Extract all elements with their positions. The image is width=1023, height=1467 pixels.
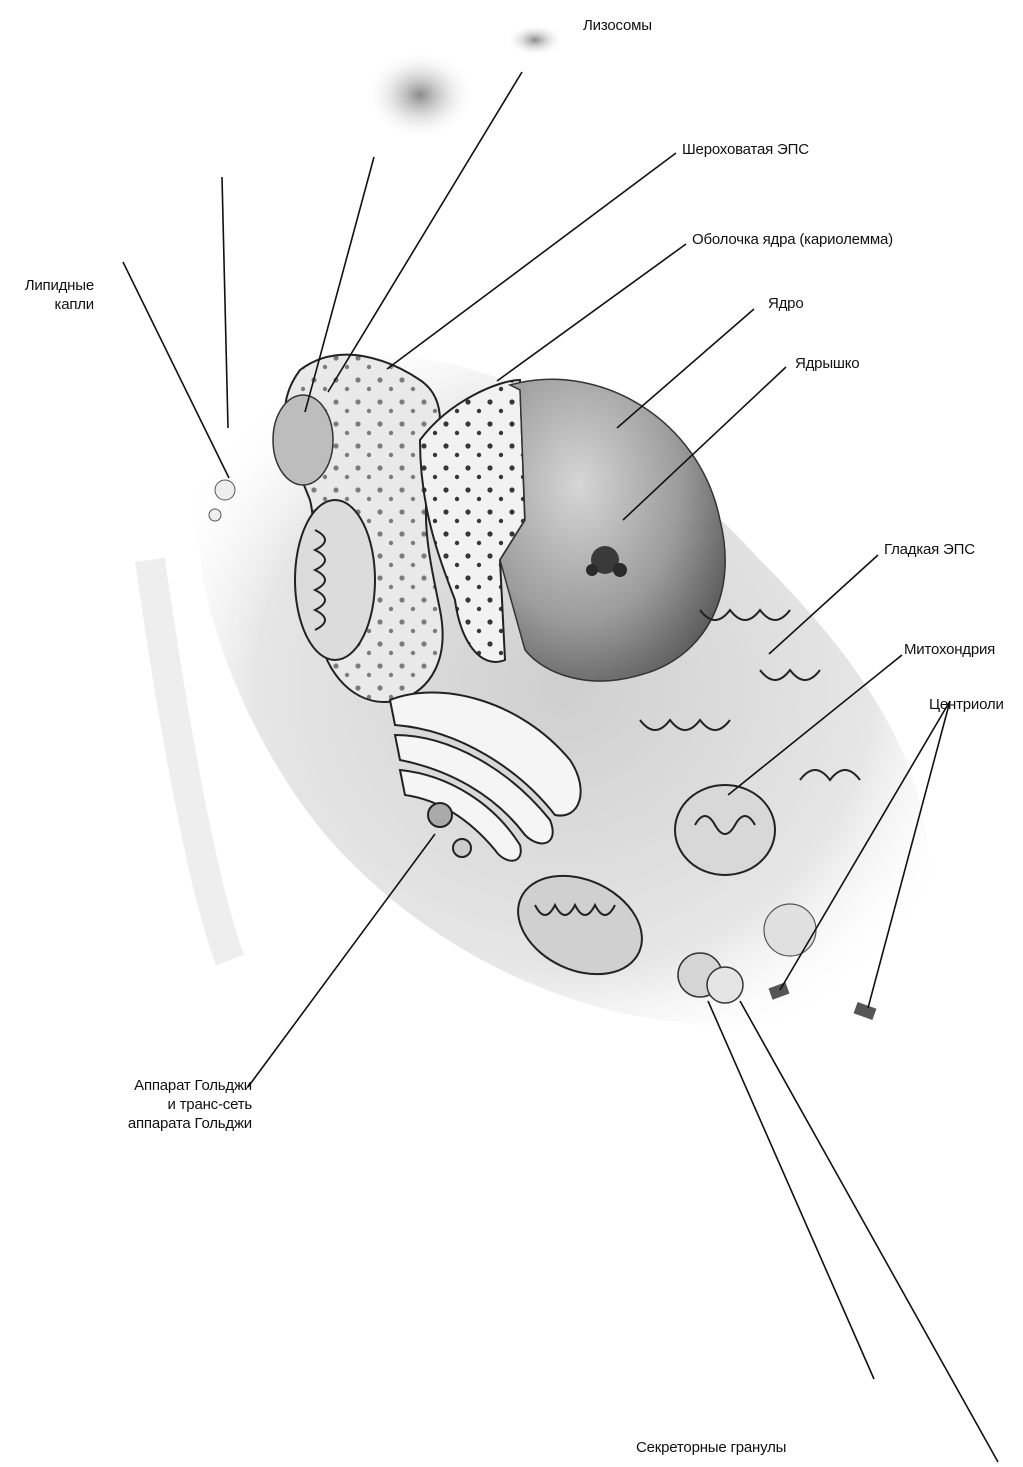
label-secretory-granules: Секреторные гранулы [636, 1438, 786, 1457]
label-golgi: Аппарат Гольджи и транс-сеть аппарата Го… [96, 1076, 252, 1133]
label-nucleus: Ядро [768, 294, 803, 313]
label-golgi-line1: Аппарат Гольджи [96, 1076, 252, 1095]
label-centrioles: Центриоли [929, 695, 1004, 714]
label-golgi-line3: аппарата Гольджи [96, 1114, 252, 1133]
lysosomes [365, 24, 563, 140]
label-lysosomes: Лизосомы [583, 16, 652, 35]
label-nuclear-envelope: Оболочка ядра (кариолемма) [692, 230, 893, 249]
label-mitochondrion: Митохондрия [904, 640, 995, 659]
label-lipid-droplets-line1: Липидные [12, 276, 94, 295]
label-nucleolus: Ядрышко [795, 354, 859, 373]
label-lipid-droplets: Липидные капли [12, 276, 94, 314]
label-rough-er: Шероховатая ЭПС [682, 140, 809, 159]
label-smooth-er: Гладкая ЭПС [884, 540, 975, 559]
nucleus [500, 379, 725, 681]
label-golgi-line2: и транс-сеть [96, 1095, 252, 1114]
label-lipid-droplets-line2: капли [12, 295, 94, 314]
